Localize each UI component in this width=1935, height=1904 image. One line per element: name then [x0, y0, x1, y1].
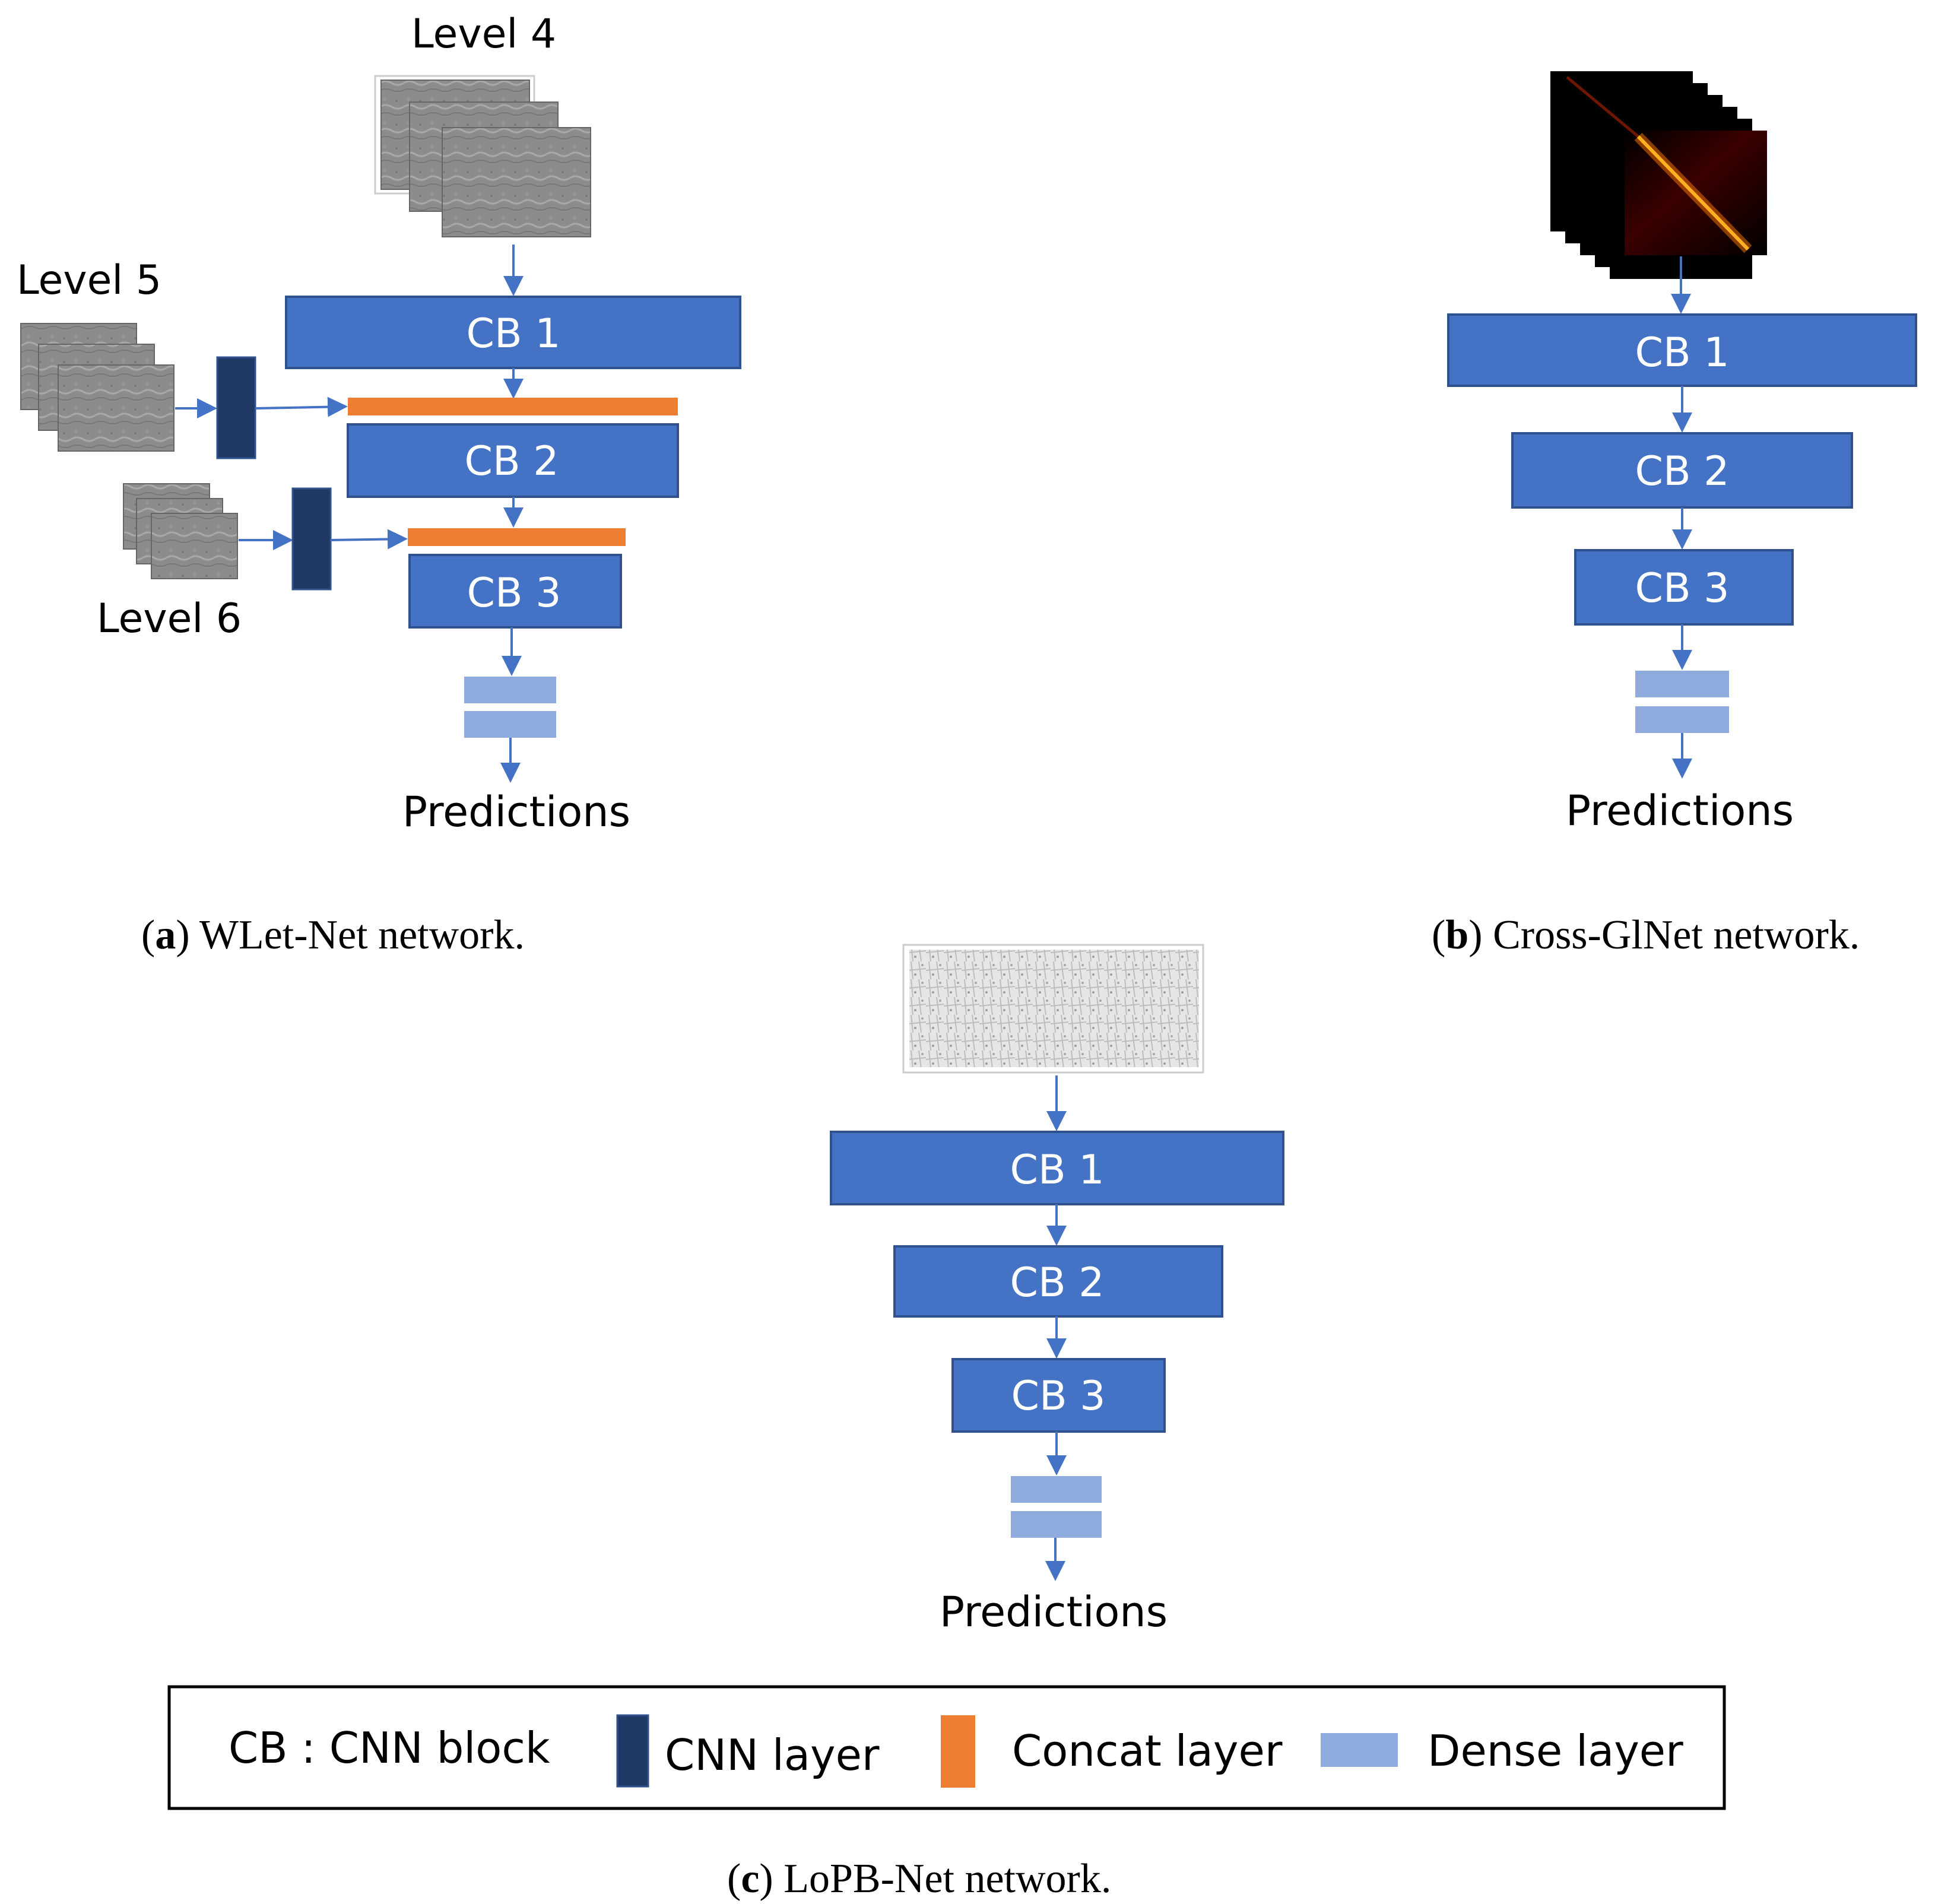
cnn-block-2: [347, 423, 679, 498]
dense-layer-2: [1635, 706, 1729, 733]
dense-layer-1: [1011, 1476, 1102, 1503]
cb2-label: CB 2: [464, 438, 559, 485]
dense-layer-1: [1635, 671, 1729, 697]
cb1-label: CB 1: [1010, 1147, 1104, 1194]
cnn-layer-level6: [291, 487, 332, 591]
cnn-block-1: [285, 296, 741, 369]
cnn-layer-level5: [216, 356, 256, 459]
predictions-label: Predictions: [402, 788, 630, 836]
dense-layer-2: [464, 711, 556, 738]
predictions-label: Predictions: [1566, 786, 1794, 835]
caption-a: (a) WLet-Net network.: [141, 912, 525, 958]
level6-label: Level 6: [97, 595, 242, 642]
cb3-label: CB 3: [1635, 565, 1729, 612]
cnn-block-1: [830, 1131, 1284, 1205]
panel-c: CB 1 CB 2 CB 3 Predictions: [830, 944, 1284, 1636]
level6-image-stack: [123, 483, 238, 579]
legend-concat-layer-label: Concat layer: [1012, 1726, 1283, 1776]
caption-c-text: LoPB-Net network.: [773, 1856, 1112, 1902]
heatmap-image-stack: [1550, 71, 1767, 279]
cb1-label: CB 1: [1635, 329, 1729, 376]
level5-image-stack: [20, 323, 175, 452]
caption-c: (c) LoPB-Net network.: [727, 1856, 1111, 1902]
cb2-label: CB 2: [1010, 1259, 1104, 1306]
cnn-block-2: [1511, 432, 1853, 509]
cnn-block-3: [1574, 549, 1794, 626]
caption-a-letter: a: [155, 912, 176, 958]
cb1-label: CB 1: [466, 310, 560, 357]
dense-layer-1: [464, 677, 556, 703]
concat-layer-1: [348, 398, 678, 415]
legend-dense-layer-label: Dense layer: [1428, 1726, 1683, 1776]
cnn-block-3: [408, 554, 622, 629]
level4-label: Level 4: [411, 11, 556, 58]
caption-b-text: Cross-GlNet network.: [1483, 912, 1860, 958]
arrow-cnn-layer-to-concat2: [330, 529, 408, 550]
cb3-label: CB 3: [467, 570, 561, 617]
concat-layer-2: [408, 528, 626, 546]
caption-a-text: WLet-Net network.: [190, 912, 525, 958]
cnn-block-1: [1447, 313, 1917, 387]
panel-b: CB 1 CB 2 CB 3 Predictions (b) Cross-GlN…: [1432, 71, 1917, 958]
predictions-label: Predictions: [940, 1588, 1168, 1636]
legend-dense-layer-swatch: [1321, 1733, 1398, 1767]
caption-c-letter: c: [741, 1856, 759, 1902]
cb3-label: CB 3: [1011, 1373, 1105, 1420]
cb2-label: CB 2: [1635, 448, 1729, 495]
cnn-block-3: [951, 1358, 1166, 1433]
caption-b-letter: b: [1445, 912, 1468, 958]
legend-concat-layer-swatch: [941, 1715, 975, 1788]
legend-cb-definition: CB : CNN block: [229, 1723, 550, 1773]
legend-cnn-layer-label: CNN layer: [665, 1730, 880, 1780]
caption-b: (b) Cross-GlNet network.: [1432, 912, 1860, 958]
level4-image-stack: [374, 75, 591, 237]
level5-label: Level 5: [17, 257, 161, 304]
arrow-cnn-layer-to-concat1: [255, 396, 348, 417]
sketch-input-image: [909, 950, 1199, 1067]
panel-a: Level 4 Level 5 Level 6 CB 1: [17, 11, 741, 958]
legend-cnn-layer-swatch: [616, 1714, 649, 1788]
dense-layer-2: [1011, 1511, 1102, 1538]
cnn-block-2: [893, 1245, 1223, 1318]
legend: CB : CNN block CNN layer Concat layer De…: [167, 1685, 1726, 1810]
